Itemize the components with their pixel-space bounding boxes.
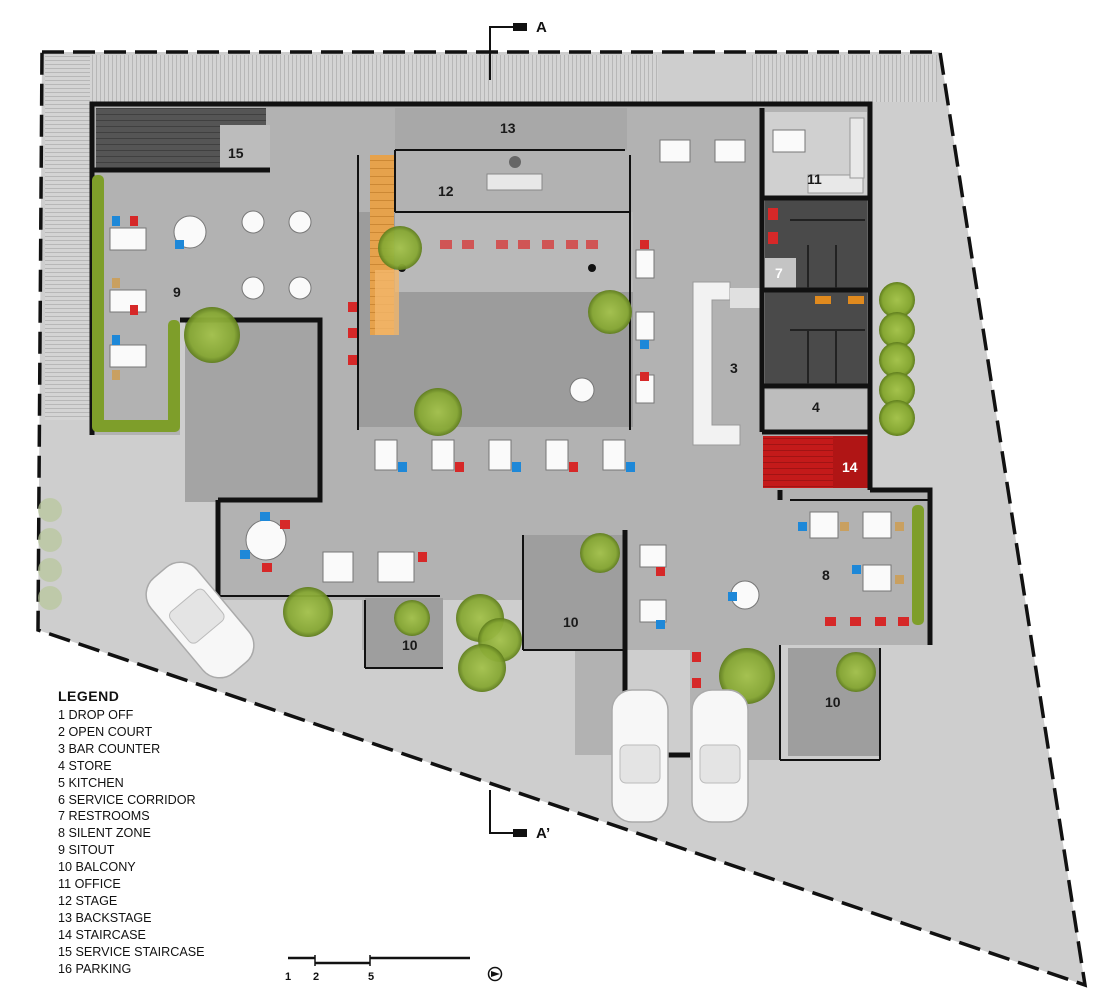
- tree-icon: [879, 342, 915, 378]
- roof-strip-right: [752, 55, 937, 102]
- legend-item: 7 RESTROOMS: [58, 809, 150, 824]
- legend-item: 1 DROP OFF: [58, 708, 134, 722]
- legend-item: 5 KITCHEN: [58, 775, 124, 790]
- tree-icon: [38, 586, 62, 610]
- scale-label-2: 2: [313, 971, 319, 983]
- tree-icon: [414, 388, 462, 436]
- site-boundary: [36, 50, 1088, 988]
- scale-label-5: 5: [368, 971, 374, 983]
- backstage: [395, 108, 627, 150]
- room-label-4: 4: [812, 399, 820, 415]
- legend-item: 2 OPEN COURT: [58, 724, 153, 739]
- legend-item: 12 STAGE: [58, 893, 118, 908]
- legend: LEGEND 1 DROP OFF 2 OPEN COURT 3 BAR COU…: [58, 688, 205, 978]
- furniture: [109, 117, 909, 740]
- scale-bar: 1 2 5: [285, 955, 470, 983]
- legend-item: 3 BAR COUNTER: [58, 741, 161, 756]
- tree-icon: [394, 600, 430, 636]
- tree-icon: [458, 644, 506, 692]
- section-label-a-prime: A’: [536, 825, 550, 842]
- section-label-a: A: [536, 19, 547, 36]
- room-label-7: 7: [775, 265, 783, 281]
- legend-item: 9 SITOUT: [58, 843, 115, 858]
- roof-strip-left: [62, 55, 658, 102]
- section-marker-bottom: A’: [489, 790, 550, 842]
- room-label-8: 8: [822, 567, 830, 583]
- tree-icon: [184, 307, 240, 363]
- hedges: [92, 175, 924, 625]
- tree-icon: [879, 282, 915, 318]
- car-icon: [145, 561, 255, 679]
- room-label-10-left: 10: [402, 637, 418, 653]
- stage-shade: [395, 212, 633, 292]
- north-arrow-icon: [487, 966, 503, 982]
- roof-strip-west: [45, 55, 90, 420]
- restroom-lower: [765, 292, 867, 384]
- court-row-tables: [374, 439, 635, 472]
- tree-icon: [580, 533, 620, 573]
- tree-icon: [879, 312, 915, 348]
- legend-item: 13 BACKSTAGE: [58, 910, 152, 925]
- service-staircase-landing: [220, 125, 270, 170]
- restroom-lobby: [762, 258, 796, 288]
- tree-icon: [588, 290, 632, 334]
- store: [765, 390, 867, 430]
- room-labels: 3 4 7 8 9 10 10 10 11 12 13 14 15: [173, 120, 858, 710]
- legend-item: 16 PARKING: [58, 961, 132, 976]
- car-icon: [611, 689, 669, 823]
- tree-icon: [879, 400, 915, 436]
- tree-icon: [38, 528, 62, 552]
- tree-icon: [38, 498, 62, 522]
- room-label-14: 14: [842, 459, 858, 475]
- car-icon: [691, 689, 749, 823]
- legend-item: 8 SILENT ZONE: [58, 826, 151, 841]
- legend-item: 6 SERVICE CORRIDOR: [58, 792, 196, 807]
- room-label-9: 9: [173, 284, 181, 300]
- room-label-10-right: 10: [825, 694, 841, 710]
- sitout-tables: [109, 216, 147, 380]
- room-label-3: 3: [730, 360, 738, 376]
- room-label-13: 13: [500, 120, 516, 136]
- round-tables: [173, 210, 760, 610]
- staircase-landing: [833, 436, 869, 488]
- tree-icon: [283, 587, 333, 637]
- bar-back-counter: [730, 288, 762, 308]
- room-label-10-center: 10: [563, 614, 579, 630]
- section-marker-top: A: [489, 19, 547, 80]
- scale-label-1: 1: [285, 971, 291, 983]
- tree-icon: [836, 652, 876, 692]
- legend-item: 10 BALCONY: [58, 860, 136, 875]
- tree-icon: [879, 372, 915, 408]
- legend-item: 4 STORE: [58, 758, 112, 773]
- trees: [38, 226, 915, 704]
- room-label-11: 11: [807, 171, 822, 187]
- room-label-12: 12: [438, 183, 454, 199]
- thin-walls: [218, 149, 930, 761]
- legend-item: 14 STAIRCASE: [58, 927, 146, 942]
- central-stair-lower: [375, 270, 399, 335]
- tree-icon: [378, 226, 422, 270]
- legend-item: 15 SERVICE STAIRCASE: [58, 944, 205, 959]
- tree-icon: [38, 558, 62, 582]
- legend-item: 11 OFFICE: [58, 877, 121, 892]
- room-label-15: 15: [228, 145, 244, 161]
- stage-chairs: [440, 240, 598, 249]
- legend-title: LEGEND: [58, 688, 120, 704]
